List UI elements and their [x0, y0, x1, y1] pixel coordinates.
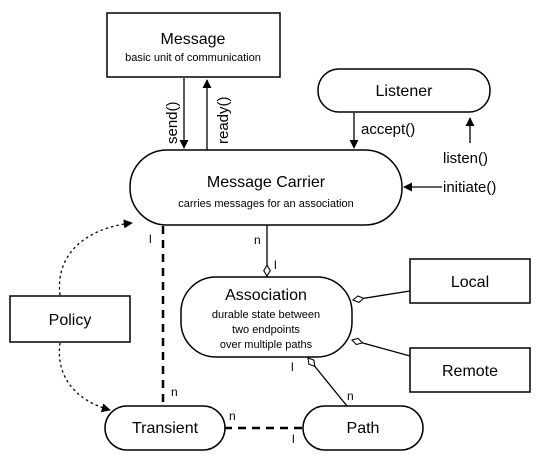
- policy-transient-arrow: [58, 342, 111, 413]
- local-box: Local: [409, 258, 531, 304]
- path-box: Path: [302, 405, 424, 451]
- listener-title: Listener: [376, 83, 434, 100]
- multiplicity-transient-path-right: l: [292, 432, 295, 446]
- local-title: Local: [451, 274, 489, 291]
- transient-box: Transient: [104, 405, 226, 451]
- association-box: Association durable state between two en…: [180, 276, 353, 358]
- association-line-3: over multiple paths: [220, 339, 313, 351]
- message-carrier-title: Message Carrier: [207, 174, 326, 191]
- message-title: Message: [161, 31, 226, 48]
- policy-title: Policy: [49, 312, 92, 329]
- multiplicity-carrier-transient-top: l: [149, 232, 152, 246]
- listen-label: listen(): [443, 150, 488, 167]
- remote-box: Remote: [409, 347, 531, 393]
- association-title: Association: [225, 287, 307, 304]
- transient-title: Transient: [132, 420, 199, 437]
- message-box: Message basic unit of communication: [106, 12, 281, 78]
- association-line-2: two endpoints: [232, 324, 300, 336]
- message-carrier-box: Message Carrier carries messages for an …: [129, 149, 403, 226]
- multiplicity-association-path-top: l: [291, 360, 294, 374]
- send-label: send(): [164, 101, 181, 144]
- message-carrier-subtitle: carries messages for an association: [178, 198, 353, 210]
- policy-carrier-arrow: [58, 219, 133, 296]
- multiplicity-association-path-bottom: n: [347, 389, 354, 403]
- accept-label: accept(): [361, 121, 415, 138]
- listener-box: Listener: [317, 68, 491, 113]
- policy-box: Policy: [9, 295, 131, 343]
- multiplicity-carrier-transient-bottom: n: [171, 385, 178, 399]
- message-subtitle: basic unit of communication: [125, 52, 261, 64]
- path-title: Path: [347, 420, 380, 437]
- remote-association-link: [350, 337, 411, 357]
- initiate-label: initiate(): [443, 179, 496, 196]
- connectors: [58, 78, 475, 430]
- multiplicity-carrier-association-bottom: l: [274, 258, 277, 272]
- multiplicity-carrier-association-top: n: [254, 233, 261, 247]
- association-line-1: durable state between: [212, 309, 320, 321]
- local-association-link: [351, 290, 411, 303]
- multiplicity-transient-path-left: n: [229, 409, 236, 423]
- remote-title: Remote: [442, 363, 498, 380]
- association-path-link: [307, 357, 348, 407]
- ready-label: ready(): [215, 96, 232, 144]
